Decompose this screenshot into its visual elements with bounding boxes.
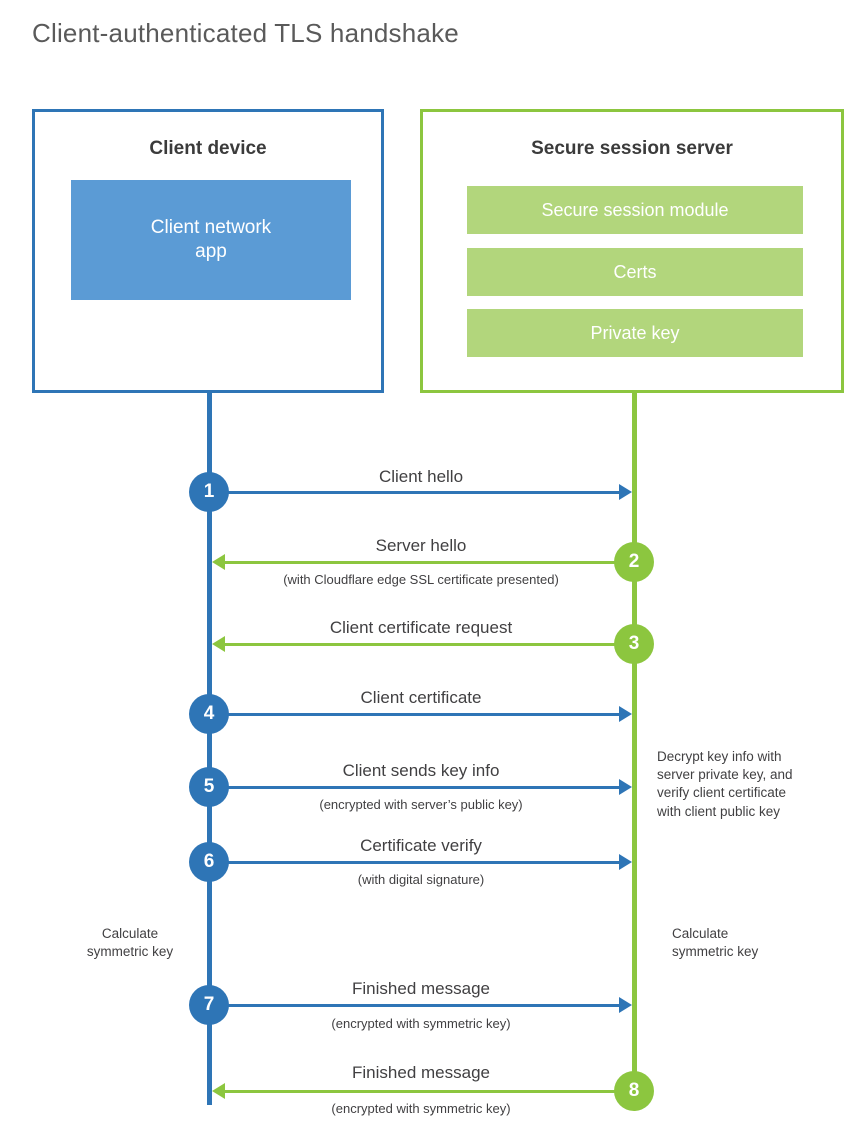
step-8-arrow-head [212, 1083, 225, 1099]
step-5-sublabel: (encrypted with server’s public key) [319, 797, 523, 812]
step-4-arrow-head [619, 706, 632, 722]
step-6-arrow-head [619, 854, 632, 870]
step-5-label: Client sends key info [342, 761, 500, 780]
step-3-badge[interactable]: 3 [614, 624, 654, 664]
client-network-app-block: Client network app [71, 180, 351, 300]
client-calculate-symmetric-key-note: Calculate symmetric key [86, 926, 174, 960]
step-2-label: Server hello [375, 536, 467, 555]
step-8-label: Finished message [352, 1063, 490, 1082]
step-7-arrow-line [209, 1004, 619, 1007]
secure-session-server-title: Secure session server [531, 138, 733, 159]
step-6-arrow-line [209, 861, 619, 864]
step-2-sublabel: (with Cloudflare edge SSL certificate pr… [283, 572, 559, 587]
server-decrypt-note: Decrypt key info with server private key… [657, 749, 793, 819]
client-device-title: Client device [149, 138, 267, 159]
step-2-badge[interactable]: 2 [614, 542, 654, 582]
step-3-label: Client certificate request [329, 618, 513, 637]
step-8-badge[interactable]: 8 [614, 1071, 654, 1111]
step-7-sublabel: (encrypted with symmetric key) [331, 1016, 511, 1031]
step-4-arrow-line [209, 713, 619, 716]
step-1-label: Client hello [378, 467, 464, 486]
step-2-arrow-line [225, 561, 634, 564]
step-3-arrow-head [212, 636, 225, 652]
client-lifeline [207, 393, 212, 1105]
step-6-sublabel: (with digital signature) [357, 872, 485, 887]
step-2-arrow-head [212, 554, 225, 570]
secure-session-server-box: Secure session server Secure session mod… [420, 109, 844, 393]
step-1-arrow-line [209, 491, 619, 494]
step-5-arrow-head [619, 779, 632, 795]
step-3-arrow-line [225, 643, 634, 646]
step-8-sublabel: (encrypted with symmetric key) [331, 1101, 511, 1116]
step-4-label: Client certificate [360, 688, 482, 707]
step-5-badge[interactable]: 5 [189, 767, 229, 807]
step-7-badge[interactable]: 7 [189, 985, 229, 1025]
step-8-arrow-line [225, 1090, 634, 1093]
step-5-arrow-line [209, 786, 619, 789]
server-lifeline [632, 393, 637, 1093]
step-6-badge[interactable]: 6 [189, 842, 229, 882]
step-7-label: Finished message [352, 979, 490, 998]
server-component-secure-session-module: Secure session module [467, 186, 803, 234]
server-calculate-symmetric-key-note: Calculate symmetric key [672, 926, 759, 960]
server-component-certs: Certs [467, 248, 803, 296]
step-6-label: Certificate verify [360, 836, 482, 855]
step-1-badge[interactable]: 1 [189, 472, 229, 512]
step-4-badge[interactable]: 4 [189, 694, 229, 734]
client-device-box: Client device Client network app [32, 109, 384, 393]
page-title: Client-authenticated TLS handshake [32, 18, 459, 48]
step-7-arrow-head [619, 997, 632, 1013]
server-component-private-key: Private key [467, 309, 803, 357]
step-1-arrow-head [619, 484, 632, 500]
